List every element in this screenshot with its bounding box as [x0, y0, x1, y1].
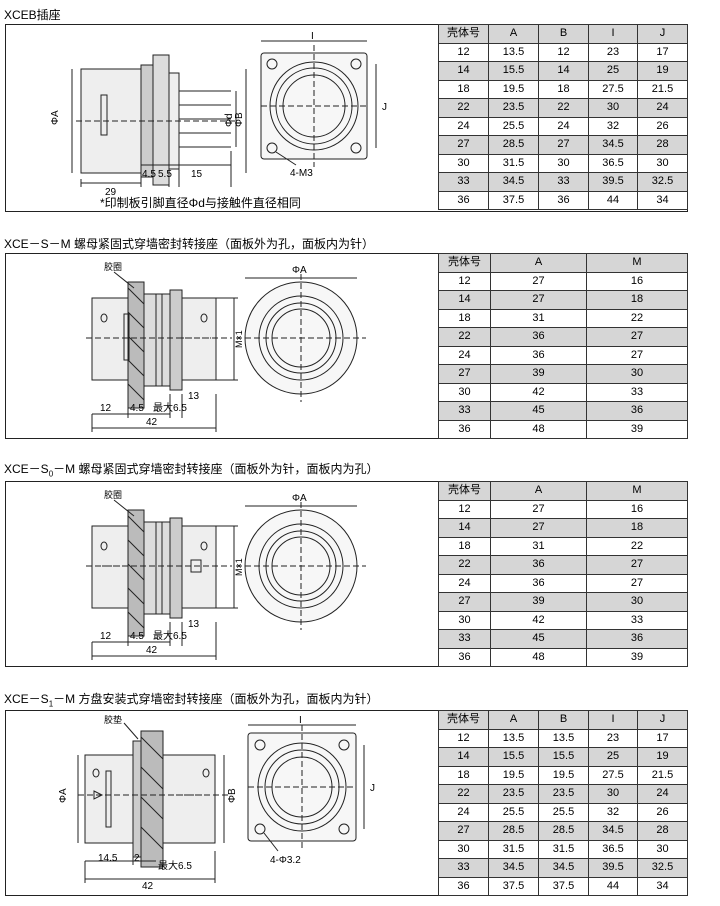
dim-13: 13 [188, 619, 200, 630]
dim-thread: M×1 [234, 330, 244, 348]
dim-12: 12 [100, 631, 112, 642]
dim-29: 29 [105, 187, 117, 198]
dim-phiA: ΦA [50, 110, 61, 125]
section-3-drawing: 胶圈 ΦA M×1 12 4.5 最大6.5 13 42 [86, 489, 366, 660]
dim-I: I [299, 715, 302, 726]
dim-5-5: 5.5 [158, 169, 172, 180]
section-4-title: XCE－S1－M 方盘安装式穿墙密封转接座（面板外为孔，面板内为针） [4, 692, 379, 709]
dim-max: 最大6.5 [153, 401, 187, 414]
label-gasket: 胶圈 [104, 489, 122, 500]
dim-holes: 4-Φ3.2 [270, 855, 301, 866]
dim-phiB: ΦB [234, 112, 245, 127]
dim-phiA: ΦA [292, 493, 307, 504]
dim-13: 13 [188, 391, 200, 402]
dim-4-5: 4.5 [130, 403, 144, 414]
dim-12: 12 [100, 403, 112, 414]
dim-42: 42 [142, 881, 154, 892]
dim-14-5: 14.5 [98, 853, 118, 864]
dim-J: J [382, 102, 387, 113]
label-pad: 胶垫 [104, 714, 122, 725]
section-2-title: XCE－S－M 螺母紧固式穿墙密封转接座（面板外为孔，面板内为针） [4, 237, 375, 251]
dim-phid: Φd [224, 113, 235, 127]
dim-42: 42 [146, 645, 158, 656]
dim-4-5: 4.5 [142, 169, 156, 180]
section-1-note: *印制板引脚直径Φd与接触件直径相同 [100, 196, 301, 210]
section-2-drawing: 胶圈 ΦA M×1 12 4.5 最大6.5 13 42 [86, 261, 366, 432]
dim-phiA: ΦA [292, 265, 307, 276]
dim-2: 2 [134, 853, 140, 864]
dim-4-5: 4.5 [130, 631, 144, 642]
dim-15: 15 [191, 169, 203, 180]
section-1-drawing: ΦA Φd ΦB 29 4.5 5.5 15 I J 4-M3 [50, 31, 387, 198]
dim-max: 最大6.5 [158, 859, 192, 872]
section-3-title: XCE－S0－M 螺母紧固式穿墙密封转接座（面板外为针，面板内为孔） [4, 462, 379, 479]
dim-max: 最大6.5 [153, 629, 187, 642]
dim-holes: 4-M3 [290, 168, 313, 179]
dim-I: I [311, 31, 314, 42]
dim-phiB: ΦB [227, 788, 238, 803]
dim-phiA: ΦA [58, 788, 69, 803]
dim-J: J [370, 783, 375, 794]
section-4-drawing: 胶垫 ΦA ΦB 14.5 2 最大6.5 42 I J 4-Φ3.2 [58, 714, 375, 892]
dim-42: 42 [146, 417, 158, 428]
label-gasket: 胶圈 [104, 261, 122, 272]
section-1-title: XCEB插座 [4, 8, 61, 22]
section-1-panel: ΦA Φd ΦB 29 4.5 5.5 15 I J 4-M3 *印制板引脚直径… [5, 24, 688, 212]
dim-thread: M×1 [234, 558, 244, 576]
